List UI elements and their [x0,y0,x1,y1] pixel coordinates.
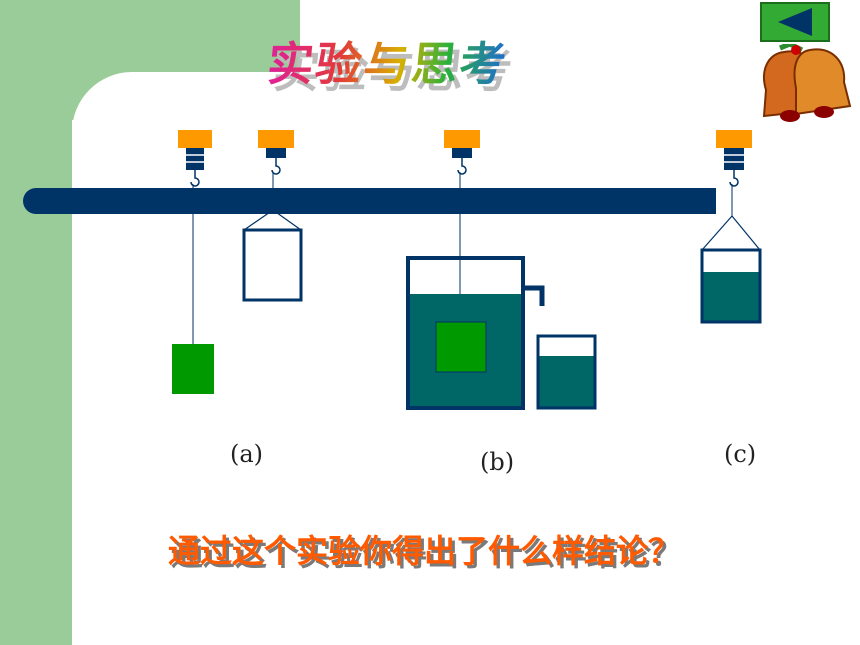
spring-scale-c [700,130,762,324]
overflow-can [406,256,545,410]
bells-icon [762,44,852,122]
label-a: (a) [230,440,264,468]
block-b [435,321,487,373]
back-arrow-icon [778,8,812,36]
question-text: 通过这个实验你得出了什么样结论？ [168,532,681,570]
spring-scale-empty-beaker [242,130,303,302]
filled-beaker [700,248,762,324]
block-a [172,344,214,394]
catch-beaker [536,334,597,410]
spring-scale-a [172,130,214,394]
support-bar [23,188,716,214]
back-button[interactable] [760,2,830,42]
empty-beaker [242,228,303,302]
label-b: (b) [480,448,515,476]
label-c: (c) [724,440,757,468]
spring-scale-b [444,130,480,322]
